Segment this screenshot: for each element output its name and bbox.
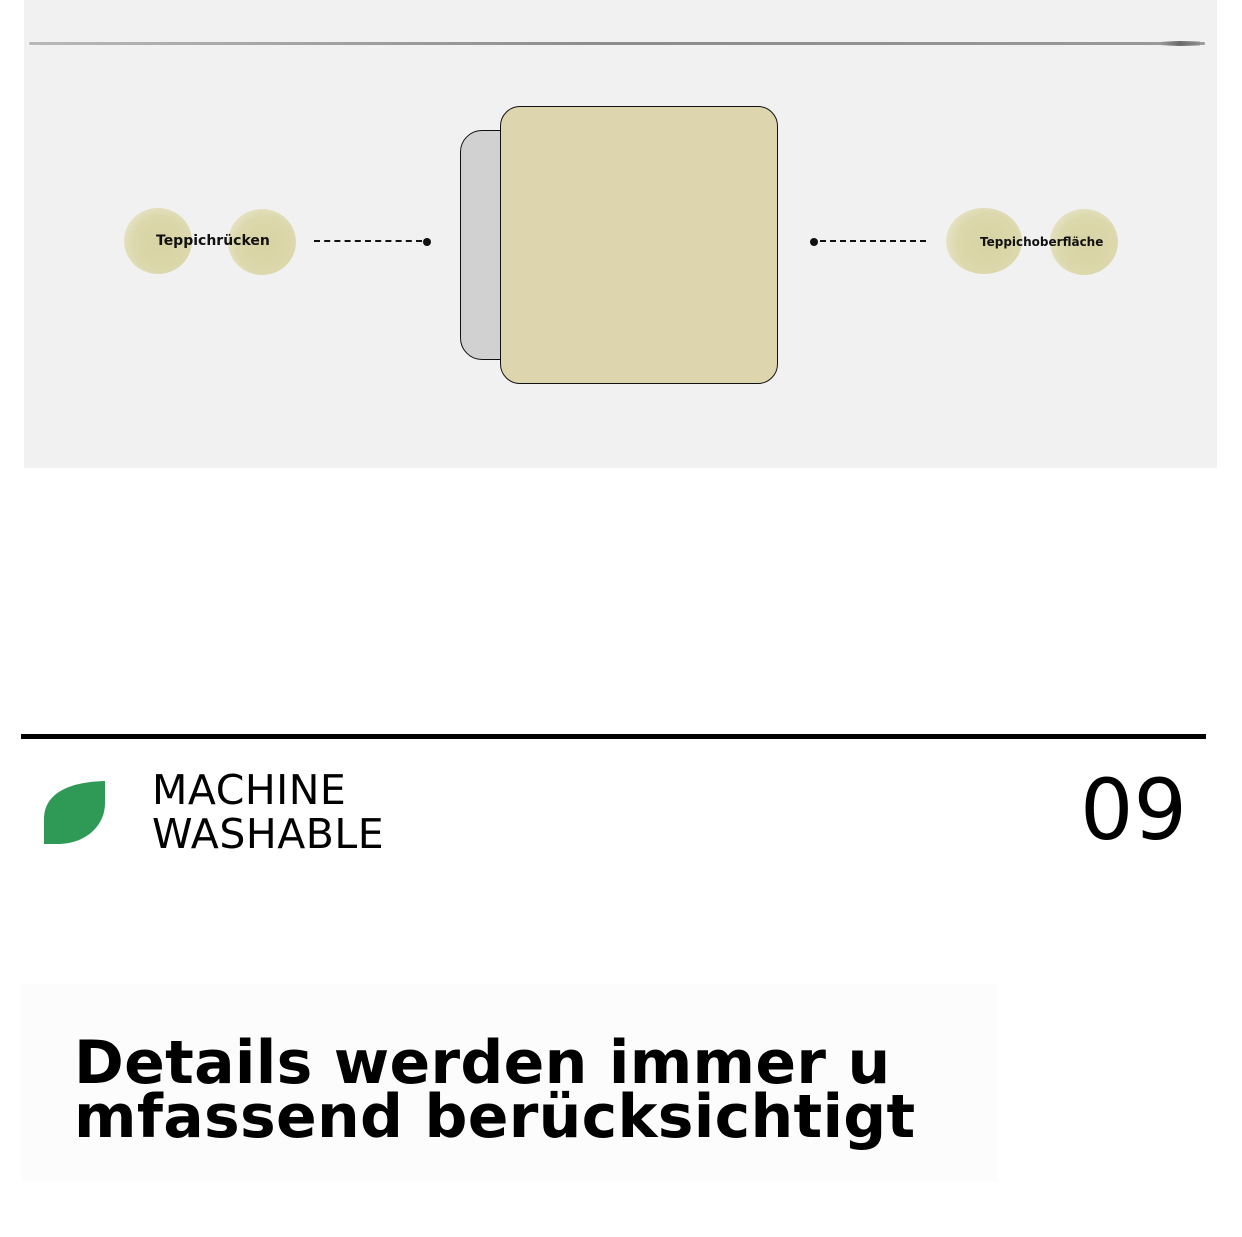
feature-title-line2: WASHABLE	[152, 810, 385, 858]
rug-surface-label: Teppichoberfläche	[980, 235, 1104, 249]
rug-backing-label: Teppichrücken	[156, 233, 270, 249]
feature-number: 09	[1080, 761, 1187, 859]
leaf-icon	[44, 781, 105, 844]
diagram-panel: Teppichrücken Teppichoberfläche	[24, 0, 1217, 468]
caption-box	[22, 984, 998, 1182]
right-connector-line	[820, 240, 926, 242]
left-label-blob-1	[124, 208, 192, 274]
rug-surface-illustration	[500, 106, 778, 384]
caption-line1: Details werden immer u	[74, 1028, 891, 1098]
feature-title-line1: MACHINE	[152, 766, 347, 814]
top-rule	[29, 41, 1205, 46]
left-connector-line	[314, 240, 422, 242]
caption-line2: mfassend berücksichtigt	[74, 1082, 916, 1152]
right-connector-dot	[810, 238, 818, 246]
left-label-blob-2	[228, 209, 296, 275]
right-label-blob-1	[946, 208, 1022, 274]
top-rule-end	[1160, 41, 1200, 46]
left-connector-dot	[423, 238, 431, 246]
section-divider	[21, 734, 1206, 739]
right-label-blob-2	[1050, 209, 1118, 275]
